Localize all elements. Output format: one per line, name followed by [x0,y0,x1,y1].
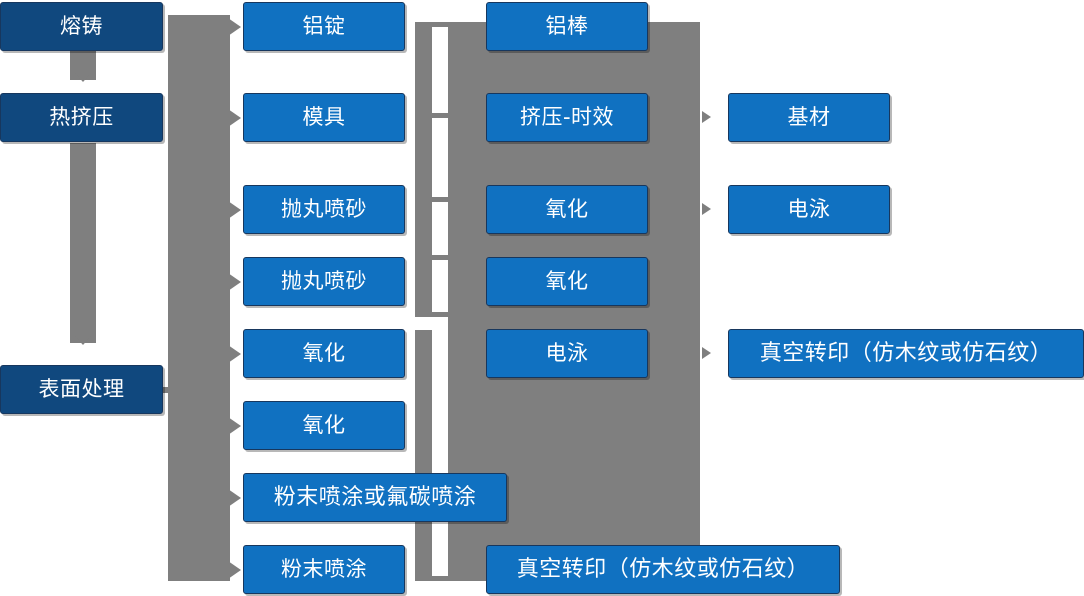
stage-box-surface[interactable]: 表面处理 [0,365,163,414]
arrow-to-p1-powder [228,561,241,579]
process1-box-oxidation-1[interactable]: 氧化 [243,329,405,378]
connector-collector-column1 [415,22,432,317]
arrow-to-p1-ingot [228,18,241,36]
connector-bus-column1 [168,15,230,581]
process1-box-powder[interactable]: 粉末喷涂 [243,545,405,594]
tie-row-2 [432,113,450,118]
process1-box-ingot[interactable]: 铝锭 [243,2,405,51]
arrow-down-to-surface [75,336,91,345]
process1-box-shotblast-2[interactable]: 抛丸喷砂 [243,257,405,306]
tie-row-1 [432,22,450,27]
arrow-to-p1-oxidation-2 [228,417,241,435]
process1-box-die[interactable]: 模具 [243,93,405,142]
process2-box-oxidation-2[interactable]: 氧化 [486,257,648,306]
tie-row-5 [432,312,450,317]
process2-box-vacuum[interactable]: 真空转印（仿木纹或仿石纹） [486,545,840,594]
arrow-to-out-electro [702,203,711,215]
process1-box-powder-fluor[interactable]: 粉末喷涂或氟碳喷涂 [243,473,507,522]
output-box-substrate[interactable]: 基材 [728,93,890,142]
process2-box-extrude-age[interactable]: 挤压-时效 [486,93,648,142]
arrow-to-p1-oxidation-1 [228,345,241,363]
arrow-to-out-substrate [702,111,711,123]
tie-row-4 [432,255,450,260]
tie-row-6 [432,576,450,581]
arrow-to-p1-die [228,109,241,127]
tie-row-3 [432,197,450,202]
output-box-vacuum[interactable]: 真空转印（仿木纹或仿石纹） [728,329,1084,378]
arrow-to-p1-shotblast-1 [228,201,241,219]
stage-box-melting[interactable]: 熔铸 [0,2,163,51]
arrow-to-p1-powder-fluor [228,489,241,507]
process2-box-oxidation-1[interactable]: 氧化 [486,185,648,234]
output-box-electro[interactable]: 电泳 [728,185,890,234]
process1-box-shotblast-1[interactable]: 抛丸喷砂 [243,185,405,234]
arrow-to-p1-shotblast-2 [228,273,241,291]
connector-stage-spine-2 [70,143,96,343]
stage-box-extrusion[interactable]: 热挤压 [0,93,163,142]
process2-box-bar[interactable]: 铝棒 [486,2,648,51]
arrow-down-to-extrusion [75,73,91,82]
connector-collector-column1-lower [415,330,432,581]
process2-box-electro[interactable]: 电泳 [486,329,648,378]
process1-box-oxidation-2[interactable]: 氧化 [243,401,405,450]
arrow-to-out-vacuum [702,347,711,359]
